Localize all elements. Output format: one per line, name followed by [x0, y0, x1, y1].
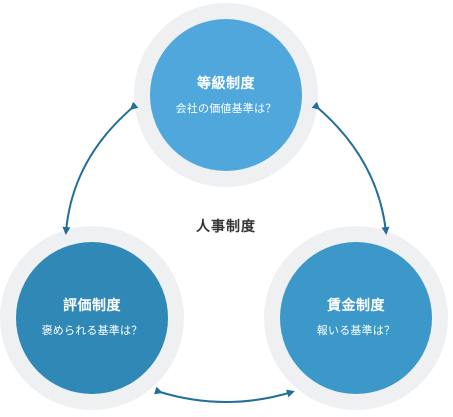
node-grade-subtitle: 会社の価値基準は？	[175, 102, 277, 115]
node-grade-circle	[150, 19, 302, 171]
node-wage-circle	[280, 242, 432, 394]
node-evaluation-subtitle: 褒められる基準は？	[41, 324, 143, 337]
arrow-evaluation-wage	[154, 386, 295, 403]
node-evaluation-title: 評価制度	[63, 298, 121, 314]
node-evaluation-system	[0, 226, 184, 410]
arrow-grade-evaluation	[62, 101, 139, 235]
node-grade-title: 等級制度	[197, 76, 255, 92]
arrow-grade-wage	[311, 101, 390, 235]
node-grade-system	[134, 3, 318, 187]
node-wage-subtitle: 報いる基準は？	[316, 324, 396, 337]
center-label: 人事制度	[196, 219, 256, 235]
node-wage-title: 賃金制度	[327, 298, 385, 314]
node-evaluation-circle	[16, 242, 168, 394]
node-wage-system	[264, 226, 448, 410]
